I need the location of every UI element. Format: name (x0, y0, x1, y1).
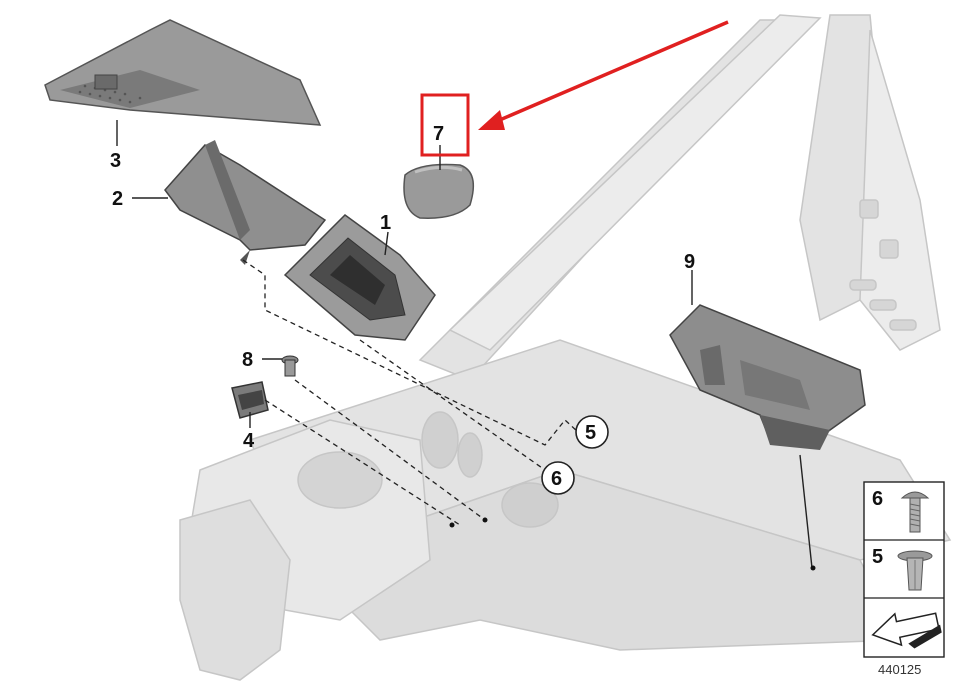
callout-6-circle (541, 461, 575, 495)
front-direction-arrow-icon (871, 612, 942, 649)
highlight-box (420, 93, 470, 157)
part-8-stud (281, 355, 299, 377)
callouts: 3 2 1 7 9 8 4 5 6 (110, 123, 695, 495)
callout-5: 5 (585, 422, 596, 444)
callout-2: 2 (112, 188, 123, 210)
part-2-side-trim (164, 140, 327, 265)
callout-7: 7 (433, 123, 444, 145)
callout-1: 1 (380, 212, 391, 234)
diagram-number: 440125 (878, 662, 921, 677)
part-4-clip (231, 381, 269, 419)
dashed-leader-lines (242, 259, 579, 526)
callout-4: 4 (243, 430, 255, 452)
part-7-cap (403, 163, 475, 219)
highlight-annotation (420, 20, 729, 157)
leader-dots (449, 517, 816, 571)
part-1-seal-frame (283, 214, 436, 341)
callout-5-circle (575, 415, 609, 449)
callout-8: 8 (242, 349, 253, 371)
leader-lines (116, 120, 813, 569)
flat-head-bolt-icon (900, 491, 930, 533)
highlight-arrow-head-icon (478, 110, 505, 130)
legend-label-5: 5 (872, 546, 883, 568)
part-9-bracket-housing (669, 304, 866, 450)
callout-3: 3 (110, 150, 121, 172)
callout-6: 6 (551, 468, 562, 490)
callout-9: 9 (684, 251, 695, 273)
part-3-cowl-cover (44, 19, 322, 126)
legend: 6 5 440125 (863, 481, 945, 677)
legend-label-6: 6 (872, 488, 883, 510)
highlight-arrow-shaft (494, 20, 729, 124)
expanding-rivet-icon (897, 550, 933, 591)
body-frame (179, 14, 952, 681)
